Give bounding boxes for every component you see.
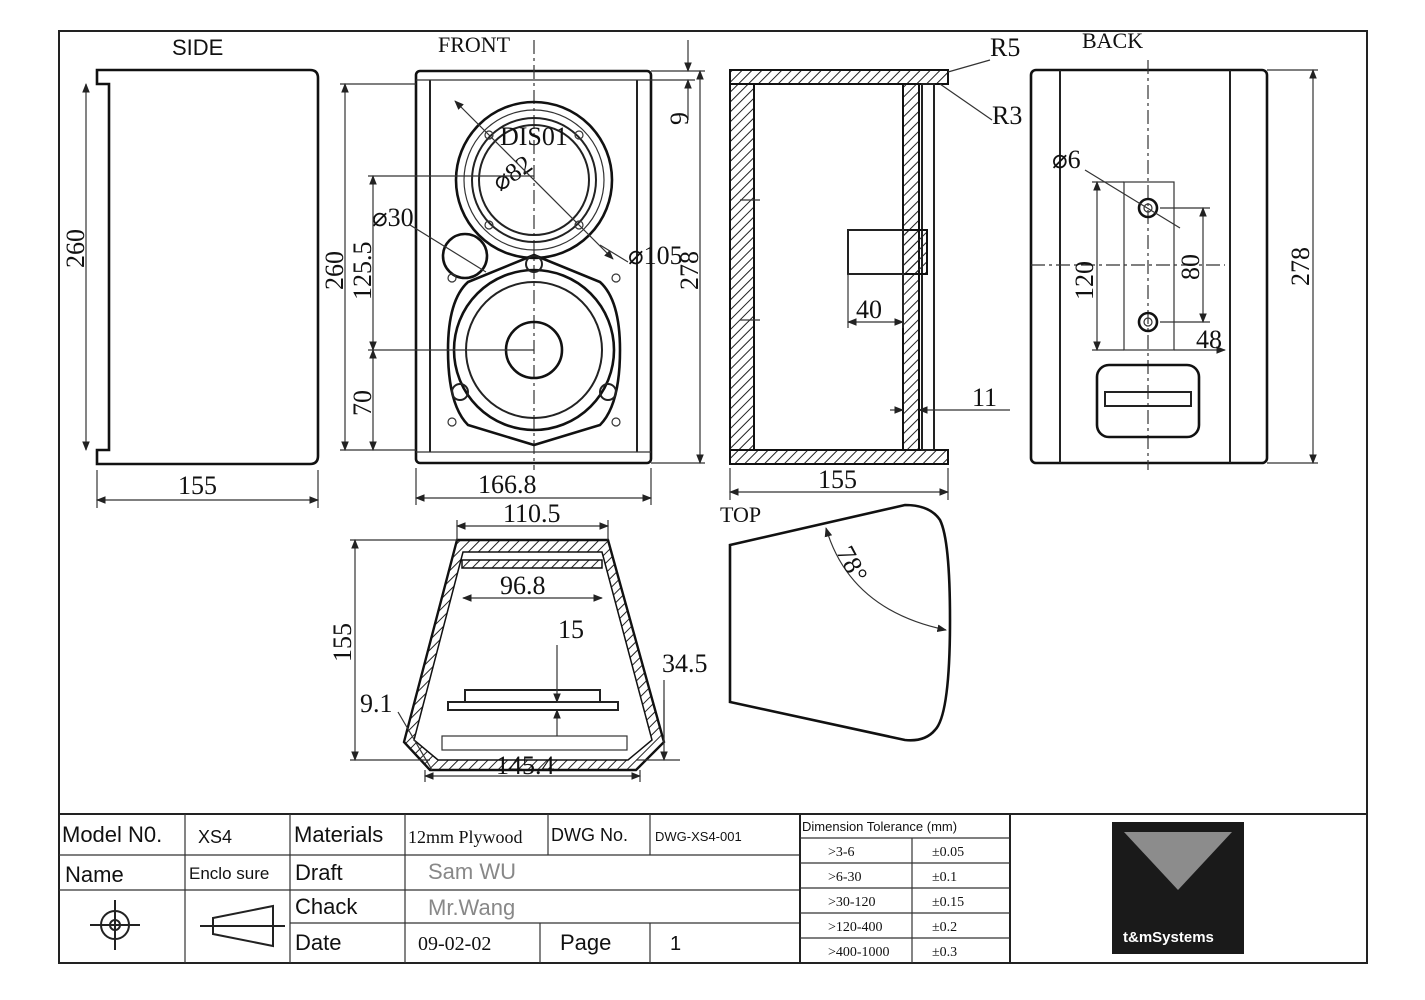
front-view-title: FRONT — [438, 32, 511, 57]
draft-label: Draft — [295, 860, 343, 885]
materials-label: Materials — [294, 822, 383, 847]
name-label: Name — [65, 862, 124, 887]
plan-depth-dim: 155 — [328, 623, 357, 662]
side-height-dim: 260 — [61, 229, 90, 268]
radius-r5-dim: R5 — [990, 33, 1020, 62]
company-logo: t&mSystems — [1112, 822, 1244, 954]
plan-section-view: 110.5 96.8 155 15 34.5 9.1 145.4 — [328, 499, 708, 782]
date-label: Date — [295, 930, 341, 955]
front-70-dim: 70 — [348, 390, 377, 416]
tolerance-range: >3-6 — [828, 845, 855, 860]
back-120-dim: 120 — [1070, 261, 1099, 300]
top-angle-dim: 78° — [831, 541, 874, 587]
back-view-title: BACK — [1082, 28, 1143, 53]
front-9-dim: 9 — [665, 112, 694, 125]
back-hole-dia-dim: ⌀6 — [1052, 145, 1081, 174]
top-view-title: TOP — [720, 502, 761, 527]
tolerance-value: ±0.05 — [932, 845, 964, 860]
section-11-dim: 11 — [972, 383, 997, 412]
side-depth-dim: 155 — [178, 471, 217, 500]
date-value: 09-02-02 — [418, 933, 491, 955]
tolerance-range: >120-400 — [828, 920, 883, 935]
model-no-value: XS4 — [198, 827, 232, 847]
projection-target-icon — [90, 900, 140, 950]
side-view: SIDE 260 155 — [61, 35, 320, 508]
dwg-no-label: DWG No. — [551, 825, 628, 845]
section-view: R5 R3 40 11 155 — [729, 33, 1022, 500]
front-total-height-dim: 278 — [675, 251, 704, 290]
back-80-dim: 80 — [1176, 254, 1205, 280]
tweeter-outer-dia-dim: ⌀105 — [628, 241, 683, 270]
plan-inner-width-dim: 96.8 — [500, 571, 546, 600]
tolerance-header: Dimension Tolerance (mm) — [802, 819, 957, 834]
materials-value: 12mm Plywood — [408, 827, 523, 847]
drawing-border — [58, 30, 1368, 964]
plan-15-dim: 15 — [558, 615, 584, 644]
top-view: TOP 78° — [720, 502, 952, 742]
front-height-dim: 260 — [320, 251, 349, 290]
model-no-label: Model N0. — [62, 822, 162, 847]
page-value: 1 — [670, 933, 681, 955]
section-depth-dim: 155 — [818, 465, 857, 494]
plan-bottom-width-dim: 145.4 — [496, 751, 555, 780]
projection-cone-icon — [200, 904, 285, 948]
back-view: BACK ⌀6 120 80 48 278 — [1029, 28, 1318, 470]
section-40-dim: 40 — [856, 295, 882, 324]
draft-value: Sam WU — [428, 859, 516, 884]
side-view-title: SIDE — [172, 35, 223, 60]
check-label: Chack — [295, 894, 358, 919]
title-block: Model N0. XS4 Materials 12mm Plywood DWG… — [59, 813, 1367, 963]
tolerance-range: >30-120 — [828, 895, 876, 910]
front-view: FRONT DIS01 ⌀82 ⌀105 ⌀30 — [320, 32, 705, 505]
plan-34-5-dim: 34.5 — [662, 649, 708, 678]
tolerance-value: ±0.2 — [932, 920, 957, 935]
plan-top-width-dim: 110.5 — [503, 499, 561, 528]
tweeter-label: DIS01 — [500, 122, 568, 151]
tolerance-value: ±0.1 — [932, 870, 957, 885]
tolerance-range: >6-30 — [828, 870, 862, 885]
check-value: Mr.Wang — [428, 895, 515, 920]
name-value: Enclo sure — [189, 864, 269, 883]
dwg-no-value: DWG-XS4-001 — [655, 829, 742, 844]
company-name: t&mSystems — [1123, 929, 1214, 946]
front-125-dim: 125.5 — [348, 242, 377, 301]
tolerance-value: ±0.3 — [932, 945, 957, 960]
back-height-dim: 278 — [1286, 247, 1315, 286]
tolerance-table: >3-6 ±0.05 >6-30 ±0.1 >30-120 ±0.15 >120-400 ±0… — [800, 845, 1010, 960]
plan-9-1-dim: 9.1 — [360, 689, 393, 718]
radius-r3-dim: R3 — [992, 101, 1022, 130]
tolerance-value: ±0.15 — [932, 895, 964, 910]
page-label: Page — [560, 930, 611, 955]
front-width-dim: 166.8 — [478, 470, 537, 499]
tolerance-range: >400-1000 — [828, 945, 890, 960]
port-dia-dim: ⌀30 — [372, 203, 414, 232]
tweeter-dia-dim: ⌀82 — [487, 149, 538, 197]
back-48-dim: 48 — [1196, 325, 1222, 354]
